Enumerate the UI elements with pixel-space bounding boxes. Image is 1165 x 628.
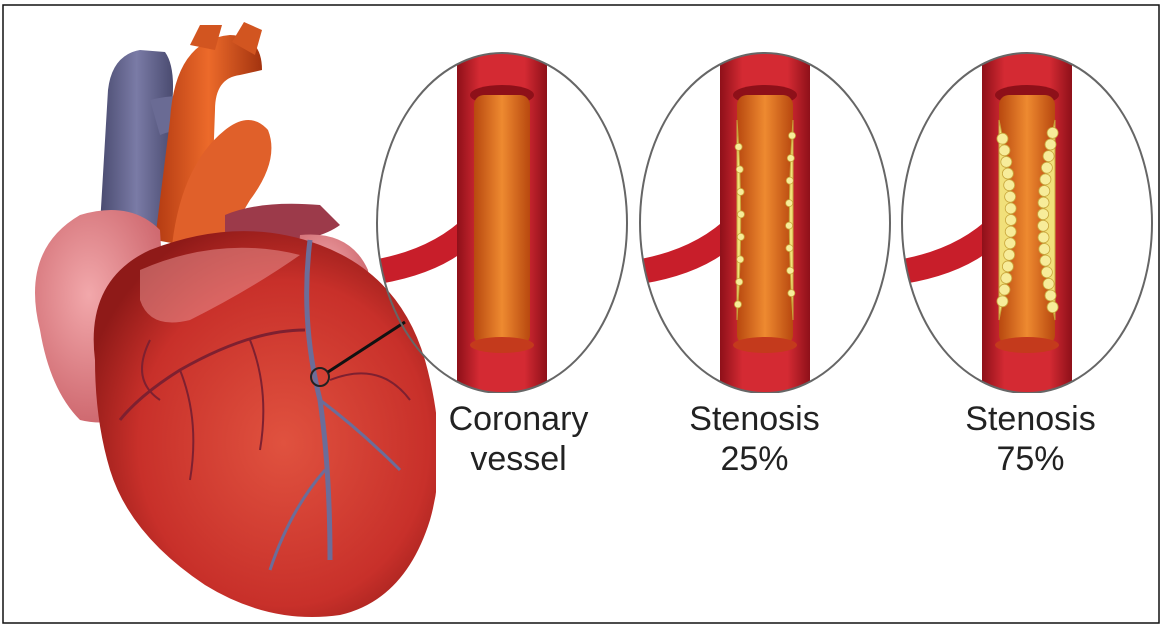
plaque-deposit — [1038, 209, 1049, 220]
plaque-deposit — [736, 278, 743, 285]
vessel-panel-3 — [897, 40, 1072, 410]
plaque-deposit — [1047, 302, 1058, 313]
plaque-deposit — [1005, 215, 1016, 226]
heart-illustration — [35, 22, 439, 617]
plaque-deposit — [786, 177, 793, 184]
plaque-deposit — [1005, 238, 1016, 249]
plaque-deposit — [1045, 290, 1056, 301]
vessel-panel-2 — [635, 40, 810, 410]
plaque-deposit — [786, 245, 793, 252]
plaque-deposit — [1002, 261, 1013, 272]
lumen — [474, 95, 530, 345]
plaque-deposit — [1002, 168, 1013, 179]
label-line-1: Stenosis — [672, 399, 837, 439]
plaque-deposit — [786, 222, 793, 229]
plaque-deposit — [1038, 220, 1049, 231]
plaque-deposit — [735, 143, 742, 150]
plaque-deposit — [1047, 127, 1058, 138]
plaque-deposit — [736, 166, 743, 173]
plaque-deposit — [1005, 191, 1016, 202]
plaque-deposit — [997, 296, 1008, 307]
plaque-deposit — [1043, 151, 1054, 162]
plaque-deposit — [787, 155, 794, 162]
plaque-deposit — [737, 256, 744, 263]
plaque-deposit — [1004, 249, 1015, 260]
label-coronary-vessel: Coronary vessel — [436, 393, 601, 501]
label-stenosis-25: Stenosis 25% — [672, 393, 837, 501]
plaque-deposit — [1039, 185, 1050, 196]
plaque-deposit — [1001, 156, 1012, 167]
plaque-deposit — [788, 290, 795, 297]
plaque-deposit — [734, 301, 741, 308]
plaque-deposit — [999, 145, 1010, 156]
plaque-deposit — [1005, 203, 1016, 214]
plaque-deposit — [789, 132, 796, 139]
plaque-deposit — [1040, 255, 1051, 266]
plaque-deposit — [737, 188, 744, 195]
label-line-2: 25% — [672, 439, 837, 479]
label-line-2: 75% — [948, 439, 1113, 479]
plaque-deposit — [999, 284, 1010, 295]
label-line-2: vessel — [436, 439, 601, 479]
plaque-deposit — [1001, 273, 1012, 284]
plaque-deposit — [1005, 226, 1016, 237]
plaque-deposit — [1041, 162, 1052, 173]
lumen — [737, 95, 793, 345]
artery-opening-bottom — [470, 337, 534, 353]
plaque-deposit — [737, 233, 744, 240]
plaque-deposit — [1040, 174, 1051, 185]
plaque-deposit — [1038, 197, 1049, 208]
plaque-deposit — [1043, 278, 1054, 289]
plaque-deposit — [997, 133, 1008, 144]
label-line-1: Stenosis — [948, 399, 1113, 439]
plaque-deposit — [1004, 180, 1015, 191]
plaque-deposit — [1045, 139, 1056, 150]
plaque-deposit — [1039, 244, 1050, 255]
plaque-deposit — [737, 211, 744, 218]
plaque-deposit — [786, 200, 793, 207]
plaque-deposit — [1041, 267, 1052, 278]
label-stenosis-75: Stenosis 75% — [948, 393, 1113, 501]
plaque-deposit — [1038, 232, 1049, 243]
label-line-1: Coronary — [436, 399, 601, 439]
artery-opening-bottom — [995, 337, 1059, 353]
plaque-deposit — [787, 267, 794, 274]
artery-opening-bottom — [733, 337, 797, 353]
